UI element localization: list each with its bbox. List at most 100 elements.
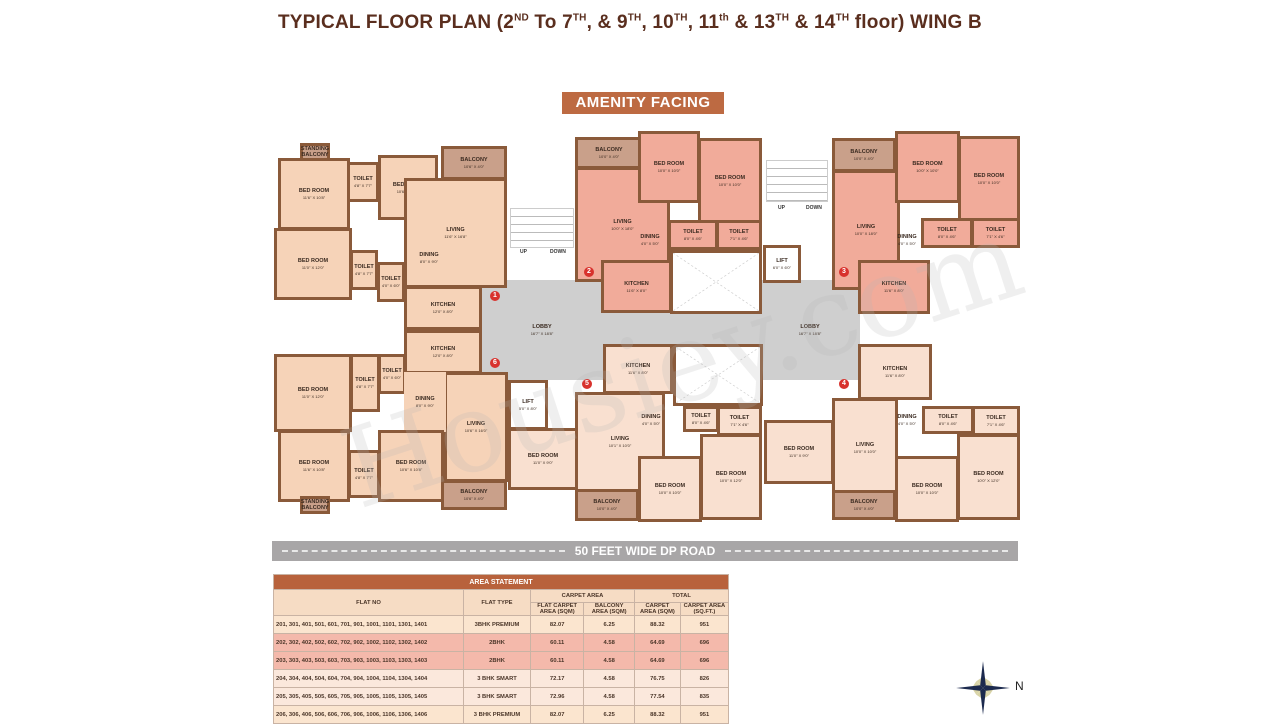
room-dim: 8'0" X 4'6"	[683, 236, 703, 241]
room-label: LIVING	[613, 218, 632, 225]
road-strip: 50 FEET WIDE DP ROAD	[272, 541, 1018, 561]
title-sup: TH	[673, 12, 688, 24]
col-flat-no: FLAT NO	[273, 589, 464, 616]
room-dim: 7'1" X 4'6"	[986, 234, 1005, 239]
title-text: & 14	[789, 12, 836, 33]
room-dim: 8'0" X 9'0"	[415, 403, 435, 408]
cell-type: 2BHK	[463, 651, 531, 670]
title-sup: TH	[627, 12, 642, 24]
room-label: BALCONY	[460, 157, 488, 163]
title-text: floor) WING B	[849, 12, 982, 33]
room-dim: 7'1" X 4'6"	[729, 236, 749, 241]
cell-balcony: 6.25	[583, 615, 635, 634]
cell-carpet-sqft: 835	[679, 687, 730, 706]
room-label: KITCHEN	[430, 302, 456, 308]
cell-carpet-sqft: 951	[679, 705, 730, 724]
table-row: 201, 301, 401, 501, 601, 701, 901, 1001,…	[273, 615, 730, 634]
room-label: TOILET	[381, 276, 401, 282]
cell-carpet-sqft: 826	[679, 669, 730, 688]
title-text: , & 9	[586, 12, 628, 33]
area-statement-title: AREA STATEMENT	[273, 574, 729, 590]
cell-carpet-sqft: 696	[679, 651, 730, 670]
room-label: DINING	[419, 251, 439, 258]
room-dim: 10'6" X 4'0"	[463, 496, 485, 501]
col-carpet-area: CARPET AREA	[530, 589, 635, 603]
room-dim: 11'6" X 8'0"	[627, 370, 649, 375]
room-label: BED ROOM	[783, 446, 815, 452]
room-dim: 10'0" X 12'0"	[977, 478, 1000, 483]
room-dim: 11'6" X 8'0"	[626, 287, 647, 293]
cell-carpet-sqft: 696	[679, 633, 730, 652]
room-label: BED ROOM	[654, 483, 686, 489]
cell-carpet-sqm: 88.32	[633, 705, 681, 724]
cell-flat-no: 203, 303, 403, 503, 603, 703, 903, 1003,…	[273, 651, 464, 670]
room-dim: 11'6" X 10'8"	[302, 467, 326, 472]
room-label: BED ROOM	[911, 483, 943, 489]
cell-flat-no: 202, 302, 402, 502, 602, 702, 902, 1002,…	[273, 633, 464, 652]
room-label: LIFT	[522, 399, 534, 405]
room-dim: 4'8" X 7'7"	[354, 271, 374, 276]
cell-carpet-sqm: 64.69	[633, 651, 681, 670]
room-dim: 10'0" X 18'0"	[854, 231, 878, 236]
room-label: LIVING	[856, 224, 876, 230]
room-dim: 8'0" X 4'6"	[938, 421, 958, 426]
room-label: BED ROOM	[297, 258, 329, 264]
room-label: BED ROOM	[298, 460, 330, 466]
duct-void-top	[670, 250, 762, 314]
staircase-left	[510, 208, 574, 248]
cell-type: 2BHK	[463, 633, 531, 652]
room-dim: 16'7" X 18'8"	[798, 331, 822, 336]
table-row: 202, 302, 402, 502, 602, 702, 902, 1002,…	[273, 633, 730, 652]
duct-void-bottom	[673, 344, 763, 406]
room-dim: 7'1" X 4'6"	[730, 422, 749, 427]
room-dim: 16'7" X 18'8"	[530, 331, 554, 336]
room-label: BED ROOM	[395, 460, 427, 466]
cell-balcony: 4.58	[583, 669, 635, 688]
room-dim: 10'6" X 10'8"	[399, 467, 423, 472]
standing-balcony-1: STANDING BALCONY	[300, 143, 330, 161]
room-dim: 8'0" X 4'6"	[691, 420, 711, 425]
room-dim: 10'0" X 10'0"	[915, 490, 939, 495]
col-carpet-sqft: CARPET AREA (SQ.FT.)	[679, 602, 730, 616]
room-dim: 10'0" X 10'0"	[657, 168, 681, 173]
title-text: , 11	[687, 12, 720, 33]
stair-up-label: UP	[520, 249, 527, 255]
table-row: 204, 304, 404, 504, 604, 704, 904, 1004,…	[273, 669, 730, 688]
room-label: KITCHEN	[881, 281, 907, 287]
cell-carpet-sqm: 76.75	[633, 669, 681, 688]
room-dim: 10'0" X 18'0"	[611, 225, 634, 231]
cell-flat-no: 206, 306, 406, 506, 606, 706, 906, 1006,…	[273, 705, 464, 724]
room-label: KITCHEN	[624, 280, 649, 287]
room-label: TOILET	[382, 368, 402, 374]
flat-marker-3: 3	[839, 267, 849, 277]
title-text: & 13	[728, 12, 776, 33]
room-dim: 10'6" X 16'0"	[464, 428, 488, 433]
room-label: BED ROOM	[298, 188, 330, 194]
room-dim: 6'0" X 6'0"	[772, 265, 792, 270]
